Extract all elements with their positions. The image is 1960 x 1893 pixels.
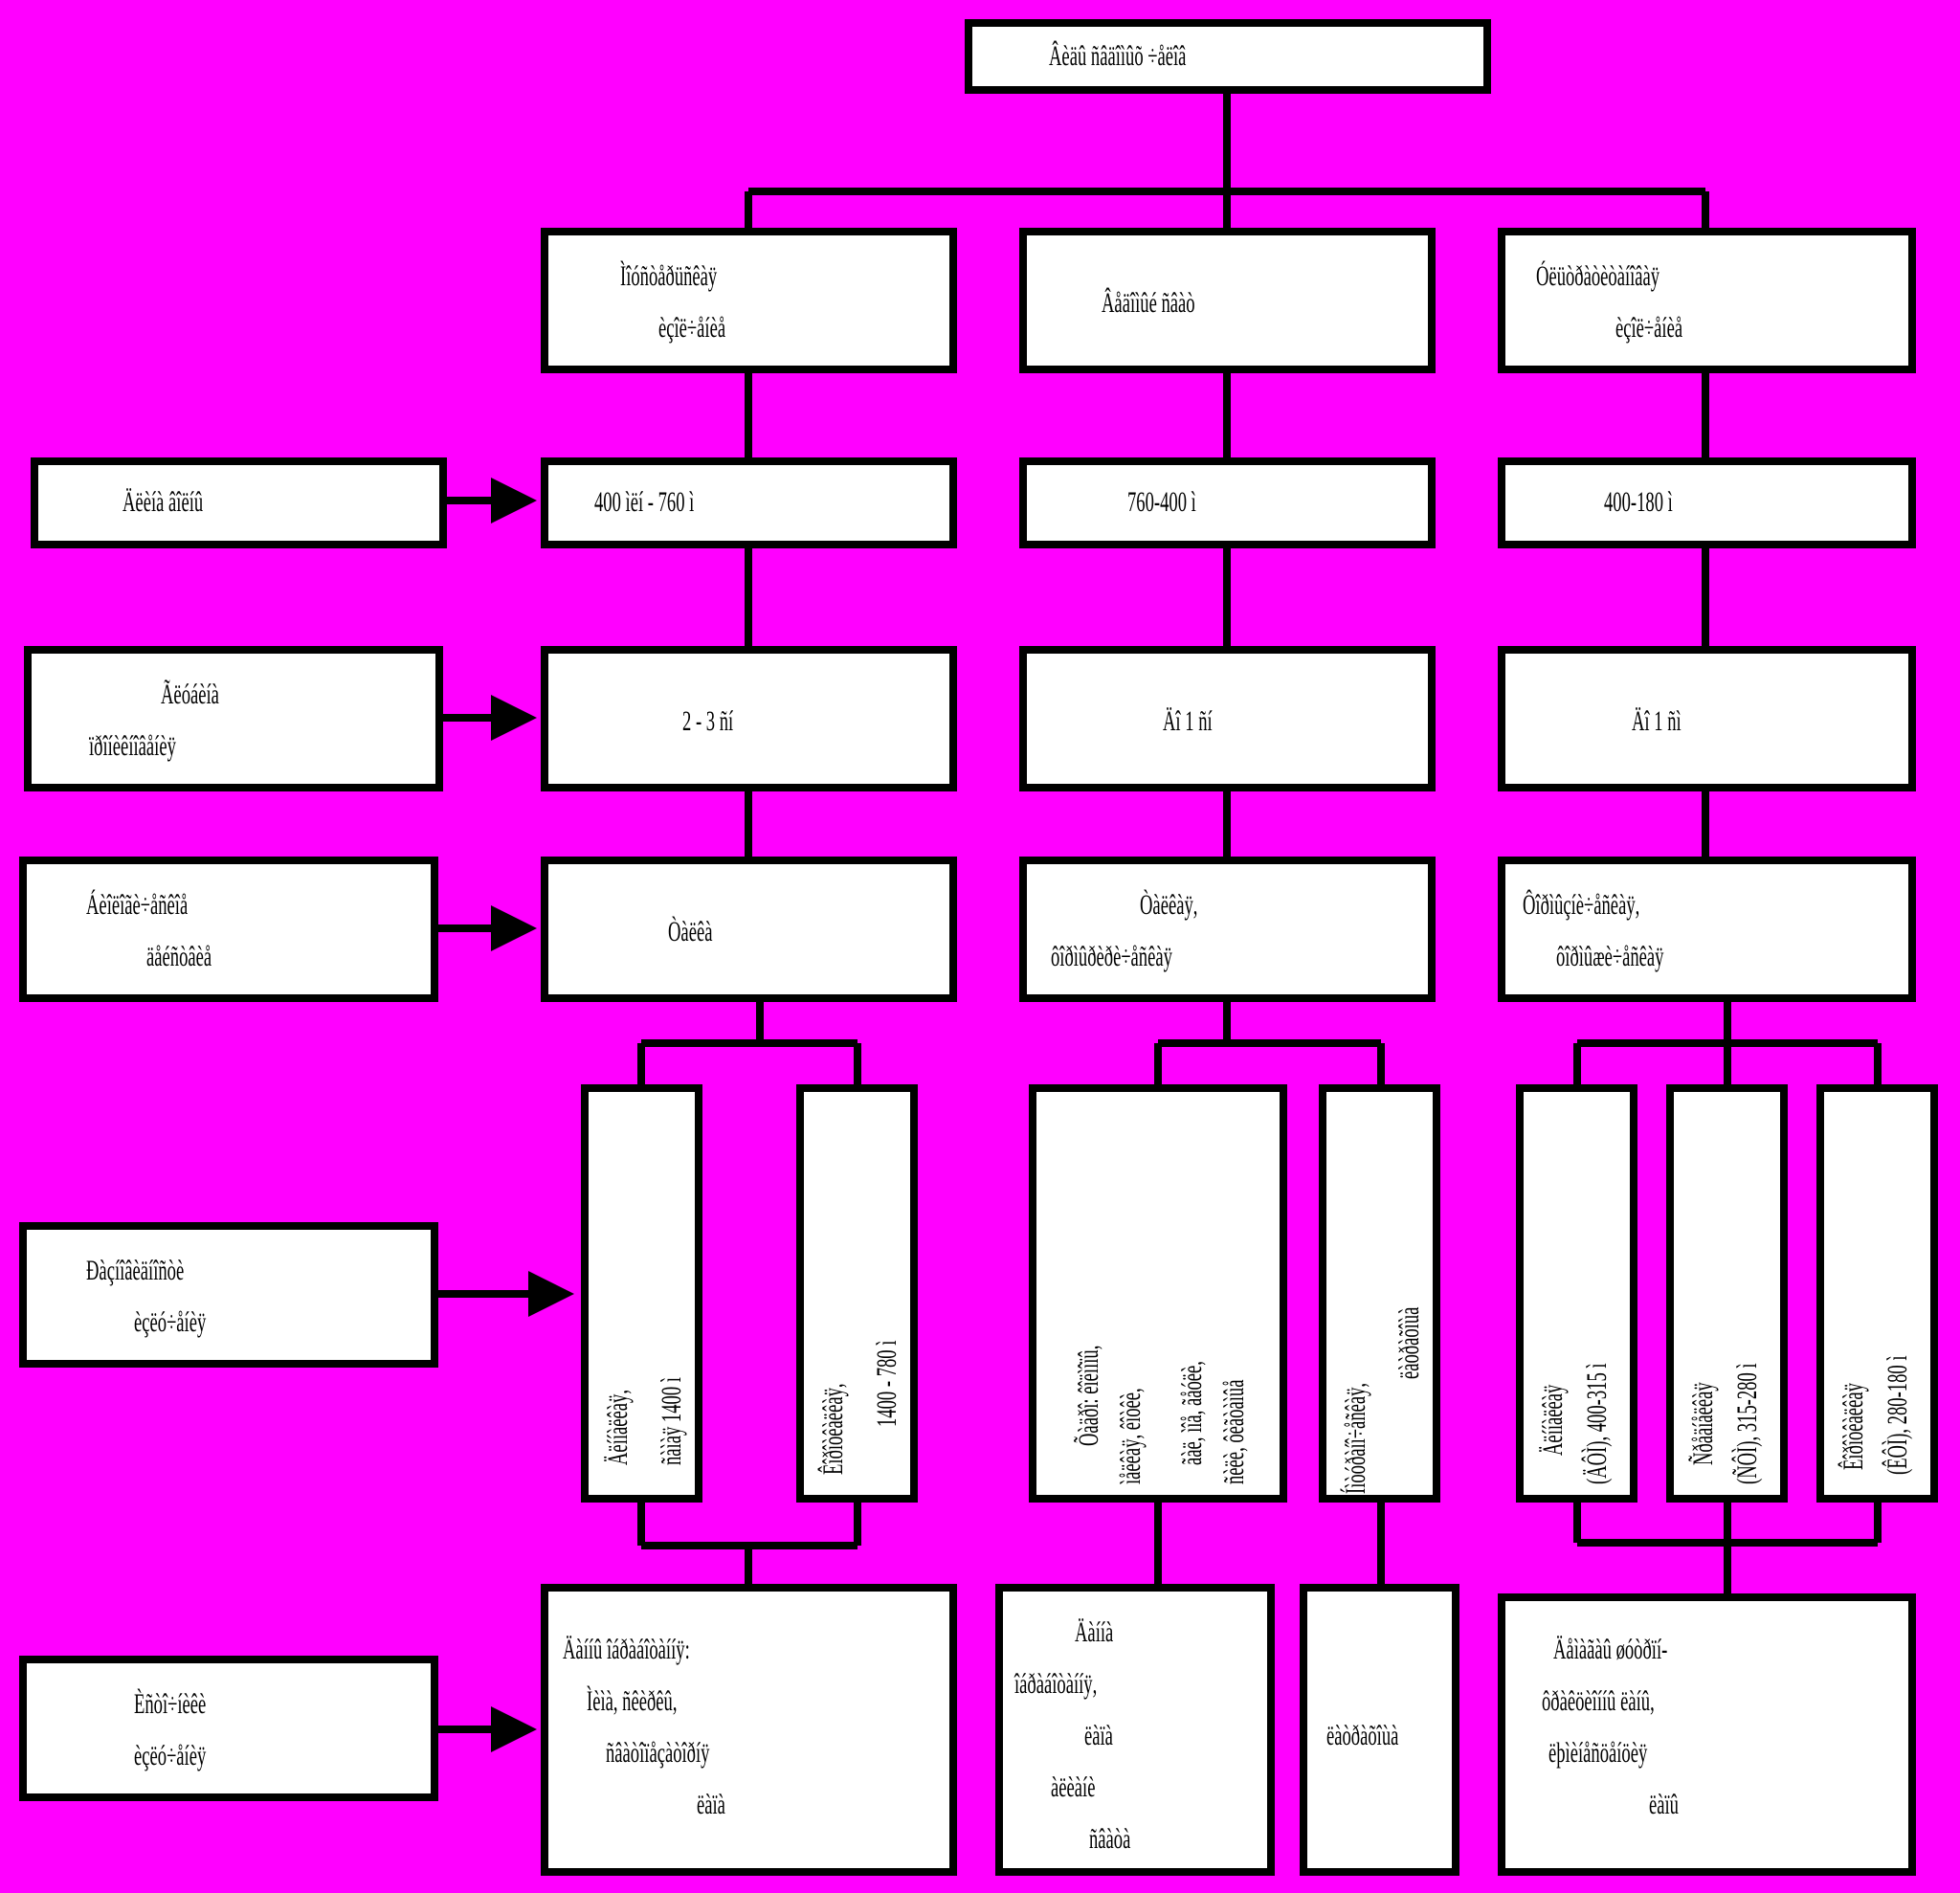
subtype-text: Íìòóðàíî÷åñêàÿ,	[1340, 1382, 1371, 1494]
column-3-subtype-1: Äëííàëêàÿ (ÄÔÌ), 400-315 ì	[1516, 1084, 1637, 1503]
row-label-effect: Áèîëîãè÷åñêîå äåéñòâèå	[19, 857, 438, 1002]
row-label-text: Äëèíà âîëíû	[122, 486, 204, 518]
subtype-text: (ÊÔÌ), 280-180 ì	[1882, 1355, 1913, 1475]
subtype-text: ãàë, ìîå, ãåóëè,	[1176, 1361, 1208, 1465]
row-label-text: Ðàçíîâèäíîñòè	[86, 1255, 185, 1286]
column-2-subtype-1: Õàäðî: êîëìîïû, ìåëêàÿ, êîòêè, ãàë, ìîå,…	[1029, 1084, 1287, 1503]
column-title-text: Óëüòðàòèòàíîâàÿ	[1536, 260, 1660, 292]
row-label-text: ïðîíèêíîâåíèÿ	[89, 730, 176, 762]
source-text: Äàííû îáðàáîòàííÿ:	[563, 1634, 690, 1665]
column-title-text: èçîë÷åíèå	[658, 312, 726, 344]
column-3-subtype-3: Êîðîòêàëêàÿ (ÊÔÌ), 280-180 ì	[1816, 1084, 1938, 1503]
column-title-text: èçîë÷åíèå	[1615, 312, 1683, 344]
row-label-text: èçëó÷åíèÿ	[134, 1306, 207, 1338]
period-text: 400 ìëí - 760 ì	[594, 486, 695, 518]
duration-text: 2 - 3 ñí	[682, 705, 734, 737]
column-2-source-2: ëàòðàõîùà	[1300, 1584, 1459, 1876]
column-3-subtype-2: Ñðåäíåëêàÿ (ÑÔÌ), 315-280 ì	[1666, 1084, 1788, 1503]
period-text: 400-180 ì	[1604, 486, 1673, 518]
column-1-effect: Òàëêà	[541, 857, 957, 1002]
column-3-source: Äåìàãàû øóòðïí- ôðàêöèîííû ëàíû, ëþìèíåñ…	[1498, 1593, 1916, 1876]
subtype-text: Êîðîòêàëêàÿ,	[817, 1383, 849, 1475]
subtype-text: ñèëè, ôèãòàìûå	[1218, 1379, 1250, 1484]
column-1-duration: 2 - 3 ñí	[541, 646, 957, 791]
period-text: 760-400 ì	[1127, 486, 1196, 518]
column-3-period: 400-180 ì	[1498, 457, 1916, 548]
subtype-text: (ÄÔÌ), 400-315 ì	[1581, 1363, 1613, 1484]
column-2-source-1: Äàííà îáðàáîòàííÿ, ëàïà àëèàíè ñâàòà	[995, 1584, 1275, 1876]
row-label-text: Áèîëîãè÷åñêîå	[86, 889, 189, 921]
column-2-title: Âåäîìûé ñâàò	[1019, 228, 1436, 373]
subtype-text: Êîðîòêàëêàÿ	[1838, 1383, 1869, 1470]
subtype-text: Ñðåäíåëêàÿ	[1687, 1382, 1719, 1465]
source-text: ëàïà	[697, 1789, 725, 1820]
source-text: ëàïû	[1649, 1789, 1679, 1820]
source-text: îáðàáîòàííÿ,	[1014, 1668, 1098, 1700]
subtype-text: Äëííàëêàÿ,	[602, 1389, 634, 1465]
column-title-text: Âåäîìûé ñâàò	[1102, 287, 1195, 319]
subtype-text: ñàìàÿ 1400 ì	[656, 1377, 687, 1465]
source-text: ñâàòîïåçàòîðíÿ	[606, 1737, 710, 1769]
effect-text: Òàëêà	[668, 916, 713, 947]
root-box: Âèäû ñâäîìûõ ÷åëîâ	[965, 19, 1491, 94]
effect-text: Ôîðìûçíè÷åñêàÿ,	[1523, 889, 1640, 921]
connector-lines	[637, 91, 1882, 1595]
subtype-text: Õàäðî: êîëìîïû,	[1073, 1345, 1104, 1446]
source-text: àëèàíè	[1051, 1771, 1096, 1803]
row-label-varieties: Ðàçíîâèäíîñòè èçëó÷åíèÿ	[19, 1222, 438, 1368]
source-text: ñâàòà	[1089, 1823, 1131, 1855]
column-1-subtype-2: Êîðîòêàëêàÿ, 1400 - 780 ì	[796, 1084, 918, 1503]
source-text: Ìèìà, ñêèðêû,	[587, 1685, 678, 1717]
column-3-duration: Äî 1 ñì	[1498, 646, 1916, 791]
row-label-text: Èñòî÷íèêè	[134, 1688, 207, 1720]
duration-text: Äî 1 ñí	[1163, 705, 1213, 737]
row-label-text: Ãëóáèíà	[161, 679, 219, 710]
row-label-text: èçëó÷åíèÿ	[134, 1740, 207, 1771]
effect-text: ôîðìûðèðè÷åñêàÿ	[1051, 941, 1172, 972]
source-text: Äàííà	[1075, 1616, 1114, 1648]
subtype-text: (ÑÔÌ), 315-280 ì	[1731, 1363, 1763, 1484]
row-label-wavelength: Äëèíà âîëíû	[31, 457, 447, 548]
effect-text: ôîðìûæè÷åñêàÿ	[1556, 941, 1664, 972]
column-2-period: 760-400 ì	[1019, 457, 1436, 548]
source-text: ëàïà	[1084, 1720, 1113, 1751]
effect-text: Òàëêàÿ,	[1140, 889, 1198, 921]
subtype-text: ìåëêàÿ, êîòêè,	[1115, 1388, 1147, 1484]
duration-text: Äî 1 ñì	[1632, 705, 1682, 737]
column-1-subtype-1: Äëííàëêàÿ, ñàìàÿ 1400 ì	[581, 1084, 702, 1503]
root-label: Âèäû ñâäîìûõ ÷åëîâ	[1049, 40, 1187, 72]
column-title-text: Ìîóñòåðüñêàÿ	[620, 260, 718, 292]
row-arrows	[435, 478, 574, 1752]
column-1-title: Ìîóñòåðüñêàÿ èçîë÷åíèå	[541, 228, 957, 373]
column-1-period: 400 ìëí - 760 ì	[541, 457, 957, 548]
row-label-depth: Ãëóáèíà ïðîíèêíîâåíèÿ	[24, 646, 443, 791]
column-2-subtype-2: Íìòóðàíî÷åñêàÿ, ëàòðàõîùà	[1319, 1084, 1440, 1503]
subtype-text: ëàòðàõîùà	[1393, 1306, 1425, 1379]
source-text: ëþìèíåñöåíöèÿ	[1548, 1737, 1648, 1769]
row-label-sources: Èñòî÷íèêè èçëó÷åíèÿ	[19, 1656, 438, 1801]
column-1-source: Äàííû îáðàáîòàííÿ: Ìèìà, ñêèðêû, ñâàòîïå…	[541, 1584, 957, 1876]
subtype-text: 1400 - 780 ì	[871, 1340, 902, 1427]
column-2-duration: Äî 1 ñí	[1019, 646, 1436, 791]
column-2-effect: Òàëêàÿ, ôîðìûðèðè÷åñêàÿ	[1019, 857, 1436, 1002]
source-text: Äåìàãàû øóòðïí-	[1553, 1634, 1668, 1665]
source-text: ëàòðàõîùà	[1326, 1720, 1399, 1751]
subtype-text: Äëííàëêàÿ	[1537, 1384, 1569, 1456]
source-text: ôðàêöèîííû ëàíû,	[1542, 1685, 1655, 1717]
column-3-title: Óëüòðàòèòàíîâàÿ èçîë÷åíèå	[1498, 228, 1916, 373]
column-3-effect: Ôîðìûçíè÷åñêàÿ, ôîðìûæè÷åñêàÿ	[1498, 857, 1916, 1002]
row-label-text: äåéñòâèå	[146, 941, 212, 972]
